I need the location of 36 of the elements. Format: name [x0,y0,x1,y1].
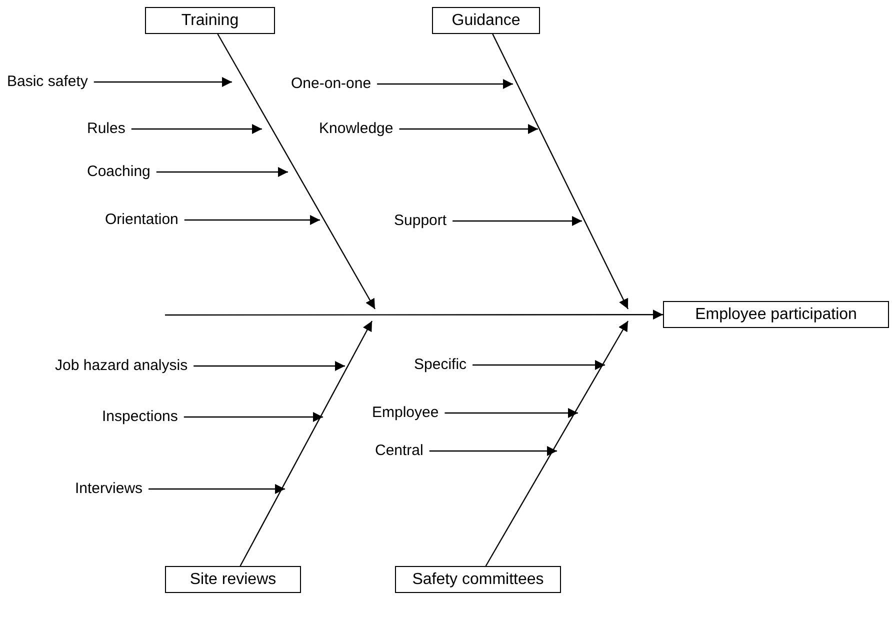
cause-label: Orientation [102,211,182,229]
arrow [399,124,538,134]
category-box: Employee participation [663,301,889,328]
category-box: Training [145,7,275,34]
arrow [184,215,320,225]
arrow [377,79,513,89]
cause-label: Rules [84,120,128,138]
arrow [485,320,629,566]
arrow [240,320,373,566]
category-box: Guidance [432,7,540,34]
cause-label: Employee [369,404,442,422]
cause-label: Coaching [84,163,154,181]
cause-label: Interviews [72,480,146,498]
arrow [472,360,605,370]
arrow [217,34,376,310]
cause-label: One-on-one [288,75,374,93]
arrow [492,34,629,310]
arrow [444,408,578,418]
category-box: Site reviews [165,566,301,593]
cause-label: Knowledge [316,120,396,138]
arrow [156,167,288,177]
cause-label: Support [391,212,450,230]
arrow [148,484,285,494]
arrow [194,361,345,371]
arrow [131,124,262,134]
cause-label: Specific [411,356,470,374]
arrow [165,310,663,320]
cause-label: Central [372,442,426,460]
cause-label: Job hazard analysis [52,357,191,375]
cause-label: Inspections [99,408,181,426]
arrow [452,216,582,226]
arrow [429,446,557,456]
cause-label: Basic safety [4,73,91,91]
arrow [184,412,323,422]
arrow [94,77,232,87]
category-box: Safety committees [395,566,561,593]
